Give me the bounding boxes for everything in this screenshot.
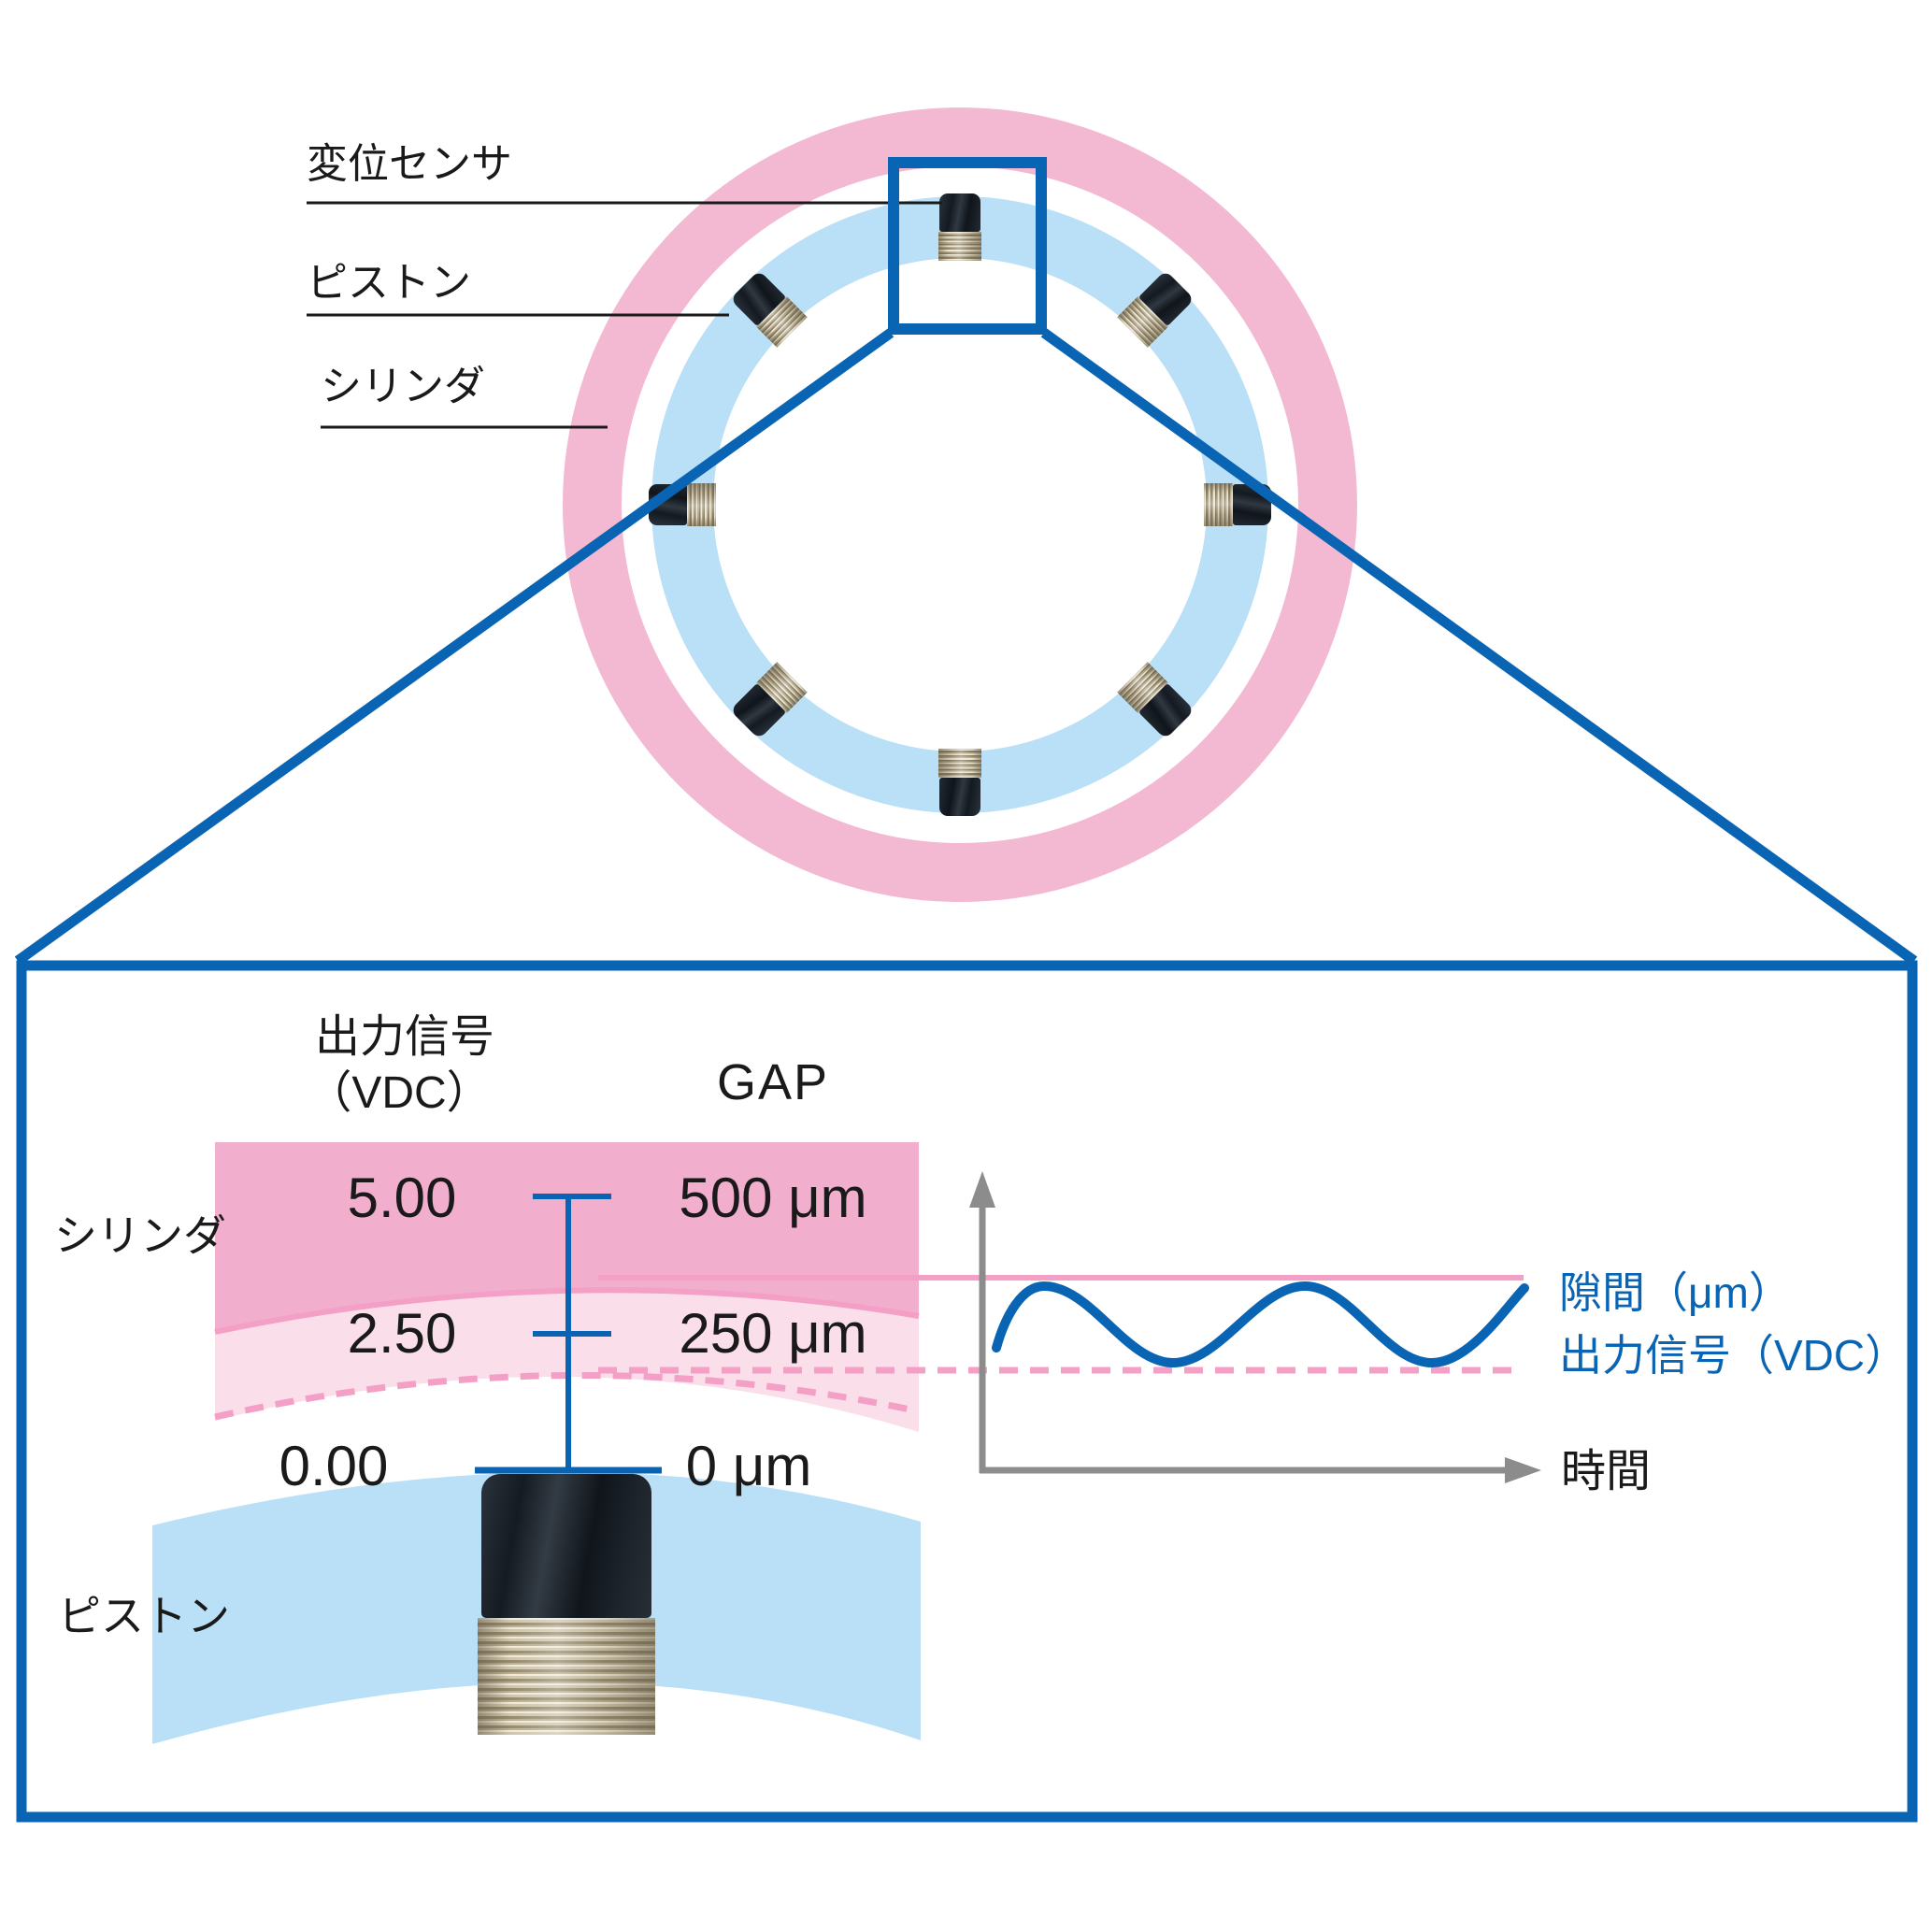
displacement-sensor-magnified	[478, 1474, 655, 1735]
detail-label-piston: ピストン	[58, 1592, 230, 1640]
sensor-cap	[481, 1474, 651, 1618]
gap-value-zero: 0 μm	[685, 1435, 812, 1497]
displacement-sensor	[938, 749, 981, 816]
displacement-sensor	[1204, 483, 1271, 526]
signal-value-mid: 2.50	[347, 1302, 457, 1365]
sensor-threads	[478, 1618, 655, 1735]
detail-box	[16, 960, 1918, 1823]
signal-value-zero: 0.00	[279, 1435, 389, 1497]
sensor-cap	[939, 193, 980, 232]
signal-wave	[992, 1281, 1529, 1368]
y-axis-arrow-icon	[969, 1171, 995, 1208]
displacement-sensor	[649, 483, 716, 526]
sensor-threads	[938, 232, 981, 261]
label-displacement-sensor: 変位センサ	[307, 141, 512, 187]
gap-value-mid: 250 μm	[679, 1302, 867, 1365]
detail-label-cylinder: シリンダ	[54, 1211, 226, 1260]
sensor-cap	[1233, 484, 1271, 525]
sensor-threads	[1204, 483, 1233, 526]
label-cylinder: シリンダ	[321, 364, 485, 409]
label-piston: ピストン	[307, 260, 471, 306]
sensor-threads	[687, 483, 716, 526]
graph-legend-signal: 出力信号（VDC）	[1559, 1331, 1909, 1380]
graph-x-axis-label: 時間	[1561, 1447, 1652, 1496]
signal-header-unit: （VDC）	[307, 1068, 492, 1118]
sensor-cap	[649, 484, 687, 525]
sensor-cap	[939, 778, 980, 816]
x-axis-arrow-icon	[1505, 1457, 1541, 1483]
gap-value-max: 500 μm	[679, 1166, 867, 1229]
displacement-sensor	[938, 193, 981, 261]
sensor-threads	[938, 749, 981, 778]
gap-header: GAP	[716, 1054, 830, 1110]
graph-legend-gap: 隙間（μm）	[1559, 1268, 1792, 1317]
cylinder-mid-dashed-curve	[214, 1371, 920, 1421]
signal-header: 出力信号	[314, 1012, 495, 1062]
signal-value-max: 5.00	[347, 1166, 457, 1229]
